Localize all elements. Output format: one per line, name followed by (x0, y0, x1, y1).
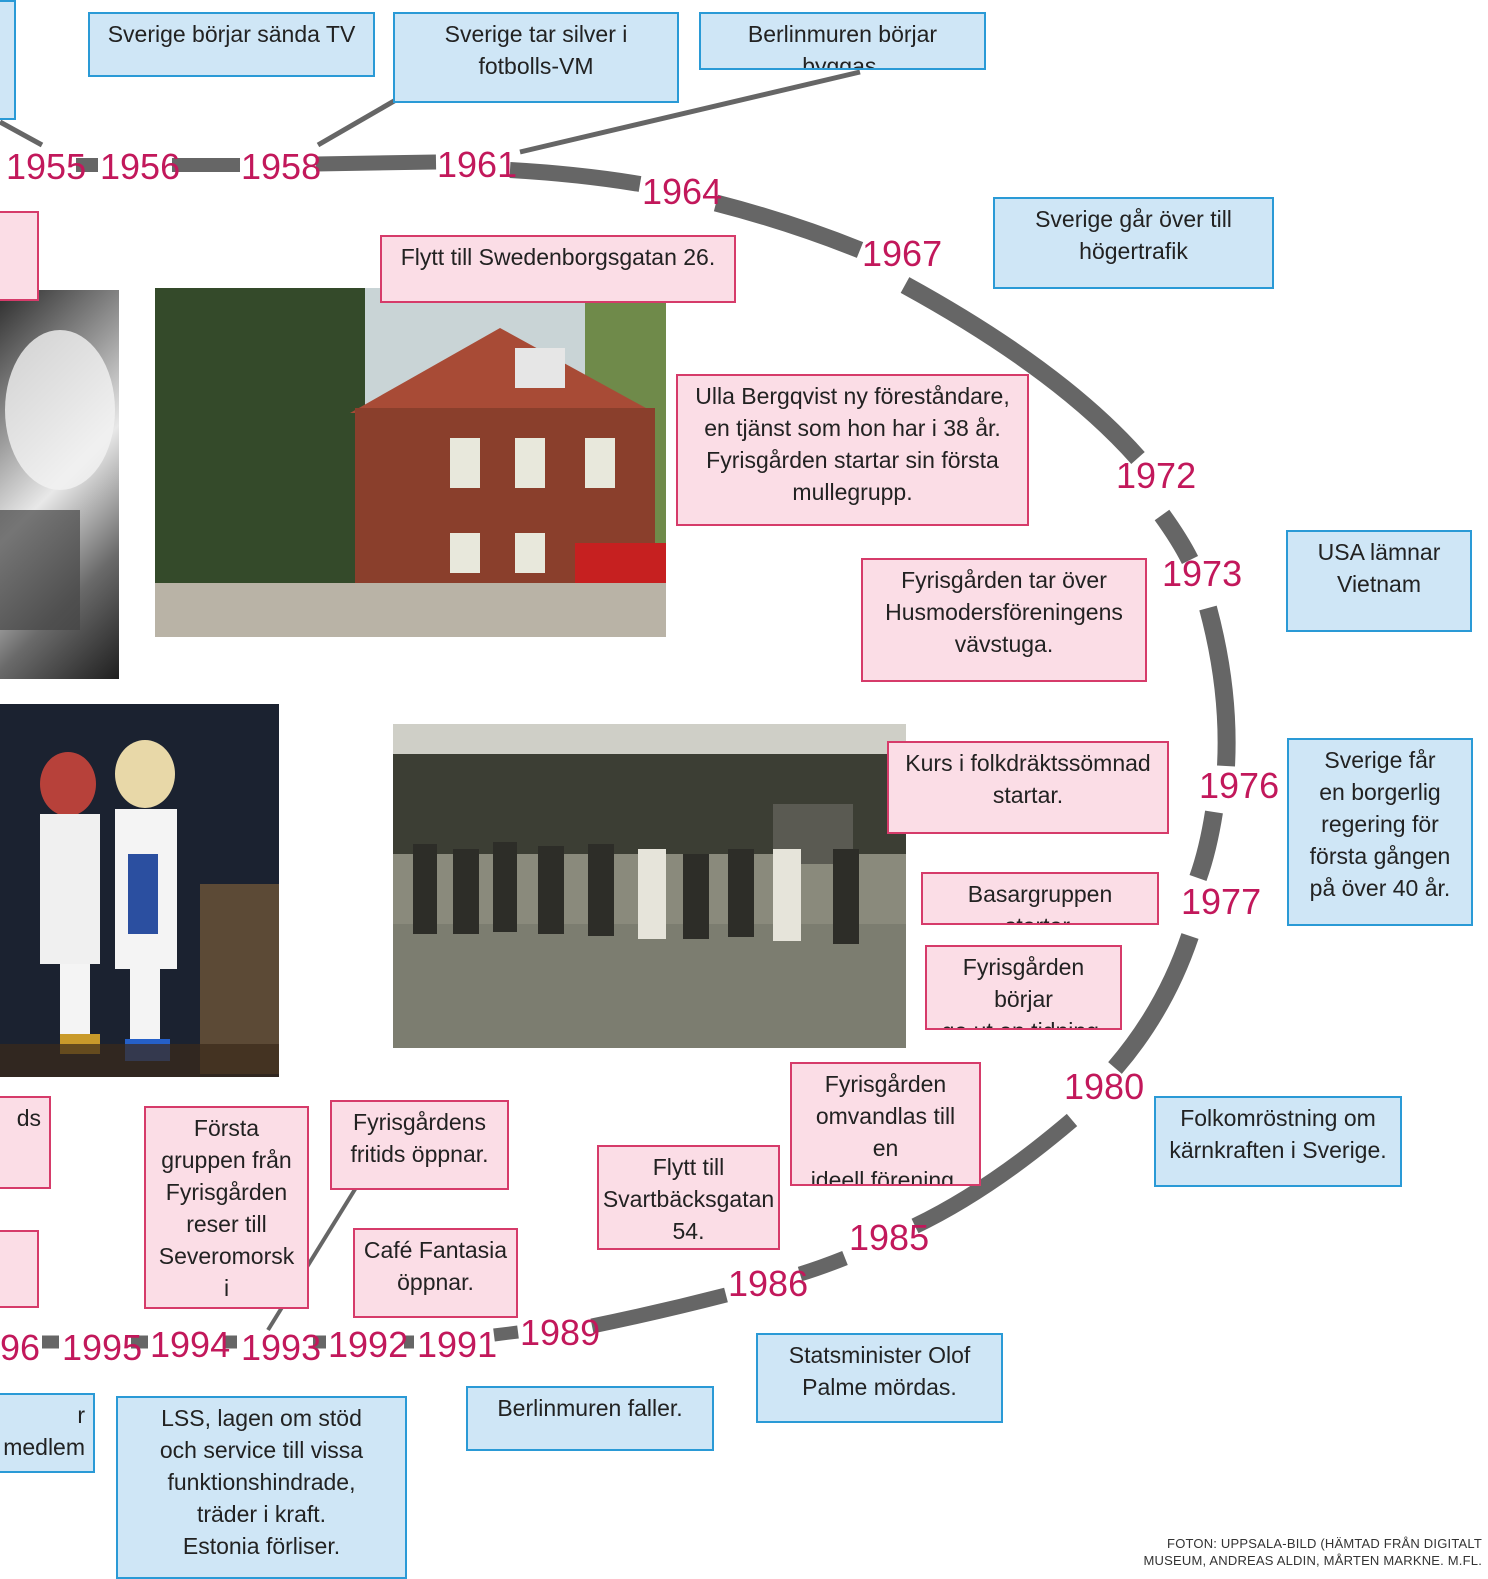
year-label: 1976 (1199, 765, 1280, 806)
photo-stage-singers (0, 704, 279, 1077)
year-label: 1973 (1162, 553, 1243, 594)
event-svartbacksgatan: Flytt till Svartbäcksgatan 54. (597, 1145, 780, 1250)
photo-bw-portrait (0, 290, 119, 679)
year-label: 1961 (437, 144, 518, 185)
year-label: 1994 (150, 1324, 231, 1365)
event-basargruppen: Basargruppen startar. (921, 872, 1159, 925)
track-segment (1154, 509, 1199, 565)
track-segment (713, 194, 864, 258)
year-label: 1989 (520, 1312, 601, 1353)
event-vietnam: USA lämnar Vietnam (1286, 530, 1472, 632)
year-label: 1993 (241, 1327, 322, 1368)
year-label: 1958 (241, 146, 322, 187)
year-label: 1977 (1181, 881, 1262, 922)
event-eu-partial: r medlem U. (0, 1393, 95, 1473)
year-label: 1972 (1116, 455, 1197, 496)
event-fritids: Fyrisgårdens fritids öppnar. (330, 1100, 509, 1190)
year-label: 1980 (1064, 1066, 1145, 1107)
event-berlin-wall-built: Berlinmuren börjar byggas. (699, 12, 986, 70)
track-segment (1108, 933, 1199, 1074)
track-segment (797, 1251, 848, 1282)
year-label: 1995 (62, 1327, 143, 1368)
event-swedenborgsgatan: Flytt till Swedenborgsgatan 26. (380, 235, 736, 303)
event-vavstuga: Fyrisgården tar över Husmodersföreningen… (861, 558, 1147, 682)
year-label: 1986 (728, 1263, 809, 1304)
track-segment (509, 162, 642, 192)
photo-credit: FOTON: UPPSALA-BILD (HÄMTAD FRÅN DIGITAL… (1143, 1536, 1482, 1568)
year-label: 1955 (6, 146, 87, 187)
photo-folk-dance (393, 724, 906, 1048)
year-label: 96 (0, 1327, 41, 1368)
event-tidning: Fyrisgården börjar ge ut en tidning. (925, 945, 1122, 1030)
year-label: 1985 (849, 1217, 930, 1258)
event-nuclear-vote: Folkomröstning om kärnkraften i Sverige. (1154, 1096, 1402, 1187)
photo-house (155, 288, 666, 637)
year-label: 1964 (642, 171, 723, 212)
connector-line (0, 119, 44, 148)
event-ulla-bergqvist: Ulla Bergqvist ny föreståndare, en tjäns… (676, 374, 1029, 526)
event-palme: Statsminister Olof Palme mördas. (756, 1333, 1003, 1423)
event-ideell-forening: Fyrisgården omvandlas till en ideell för… (790, 1062, 981, 1186)
track-segment (911, 1113, 1078, 1234)
event-partial-pink-bottom (0, 1230, 39, 1308)
event-partial-top-left (0, 0, 16, 120)
event-partial-pink-top (0, 211, 39, 301)
event-berlin-wall-fell: Berlinmuren faller. (466, 1386, 714, 1451)
year-label: 1956 (100, 146, 181, 187)
track-segment (1189, 810, 1223, 882)
event-cafe-fantasia: Café Fantasia öppnar. (353, 1228, 518, 1318)
connector-line (519, 69, 861, 155)
event-severomorsk: Första gruppen från Fyrisgården reser ti… (144, 1106, 309, 1309)
track-segment (590, 1287, 728, 1334)
year-label: 1991 (417, 1324, 498, 1365)
event-right-traffic: Sverige går över till högertrafik (993, 197, 1274, 289)
event-tv: Sverige börjar sända TV (88, 12, 375, 77)
track-segment (900, 277, 1145, 464)
event-lss-estonia: LSS, lagen om stöd och service till viss… (116, 1396, 407, 1579)
track-segment (493, 1325, 519, 1342)
event-folkdrakt: Kurs i folkdräktssömnad startar. (887, 741, 1169, 834)
event-bourgeois-government: Sverige får en borgerlig regering för fö… (1287, 738, 1473, 926)
track-segment (315, 154, 437, 172)
track-segment (1199, 605, 1236, 767)
event-partial-ds: ds (0, 1096, 51, 1189)
year-label: 1992 (328, 1324, 409, 1365)
event-football: Sverige tar silver i fotbolls-VM (393, 12, 679, 103)
year-label: 1967 (862, 233, 943, 274)
